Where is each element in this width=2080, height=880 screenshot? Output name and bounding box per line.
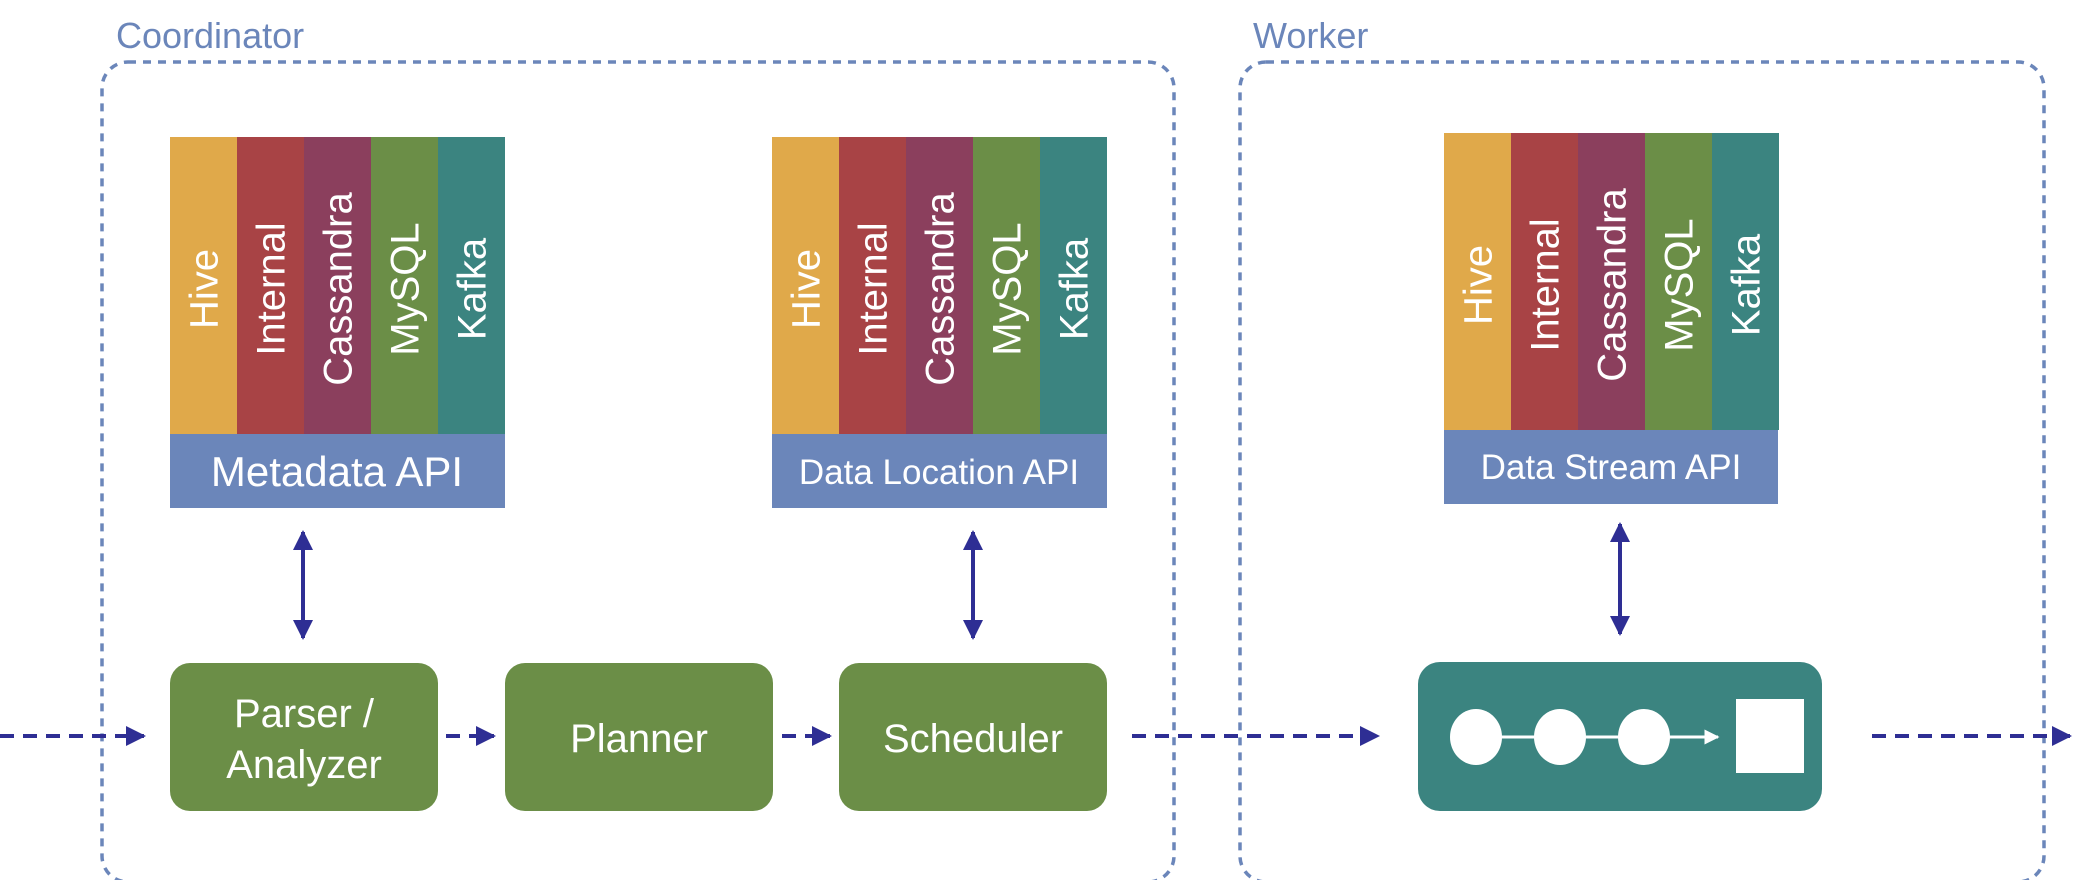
metadata-connector-internal (237, 137, 304, 434)
data-stream-connector-cassandra (1578, 133, 1645, 430)
scheduler-label: Scheduler (883, 717, 1063, 761)
data-stream-connector-mysql-label: MySQL (1658, 218, 1702, 351)
data-location-connector-cassandra-label: Cassandra (919, 192, 963, 386)
planner-label: Planner (570, 717, 708, 761)
data-stream-connector-hive (1444, 133, 1511, 430)
pipeline-icon (1450, 699, 1804, 773)
data-location-connector-mysql (973, 137, 1040, 434)
planner-box: Planner (505, 663, 773, 811)
data-location-api-bar (772, 434, 1107, 508)
worker-border (1238, 60, 2046, 880)
metadata-api-bar (170, 434, 505, 508)
data-stream-api-label: Data Stream API (1481, 448, 1742, 487)
data-location-connector-mysql-label: MySQL (986, 222, 1030, 355)
data-location-connector-stack: Hive Internal Cassandra MySQL Kafka (772, 137, 1107, 434)
metadata-connector-hive-label: Hive (183, 249, 227, 329)
metadata-connector-mysql (371, 137, 438, 434)
coordinator-border (100, 60, 1176, 880)
metadata-connector-stack: Hive Internal Cassandra MySQL Kafka (170, 137, 505, 434)
metadata-connector-cassandra-label: Cassandra (317, 192, 361, 386)
data-location-connector-kafka (1040, 137, 1107, 434)
data-location-connector-cassandra (906, 137, 973, 434)
worker-label: Worker (1253, 15, 1368, 56)
data-location-api-label: Data Location API (799, 453, 1079, 492)
pipeline-box (1418, 662, 1822, 811)
data-stream-connector-kafka (1712, 133, 1779, 430)
data-location-connector-internal (839, 137, 906, 434)
parser-label-line1: Parser / (234, 692, 375, 736)
data-location-api: Data Location API (772, 434, 1107, 508)
metadata-connector-mysql-label: MySQL (384, 222, 428, 355)
metadata-connector-kafka-label: Kafka (451, 237, 495, 340)
coordinator-label: Coordinator (116, 15, 304, 56)
data-stream-connector-internal-label: Internal (1524, 218, 1568, 351)
metadata-connector-kafka (438, 137, 505, 434)
data-stream-api: Data Stream API (1444, 430, 1778, 504)
data-stream-connector-cassandra-label: Cassandra (1591, 188, 1635, 382)
coordinator-group: Coordinator (100, 15, 1176, 880)
scheduler-box: Scheduler (839, 663, 1107, 811)
data-location-connector-hive (772, 137, 839, 434)
data-stream-connector-internal (1511, 133, 1578, 430)
data-location-connector-hive-label: Hive (785, 249, 829, 329)
data-stream-connector-stack: Hive Internal Cassandra MySQL Kafka (1444, 133, 1779, 430)
worker-group: Worker (1238, 15, 2046, 880)
data-stream-connector-mysql (1645, 133, 1712, 430)
data-stream-connector-kafka-label: Kafka (1725, 233, 1769, 336)
metadata-connector-internal-label: Internal (250, 222, 294, 355)
metadata-connector-hive (170, 137, 237, 434)
data-location-connector-kafka-label: Kafka (1053, 237, 1097, 340)
metadata-api-label: Metadata API (211, 448, 463, 495)
parser-label-line2: Analyzer (226, 743, 382, 787)
parser-analyzer-box: Parser / Analyzer (170, 663, 438, 811)
metadata-api: Metadata API (170, 434, 505, 508)
data-stream-connector-hive-label: Hive (1457, 245, 1501, 325)
data-stream-api-bar (1444, 430, 1778, 504)
data-location-connector-internal-label: Internal (852, 222, 896, 355)
metadata-connector-cassandra (304, 137, 371, 434)
